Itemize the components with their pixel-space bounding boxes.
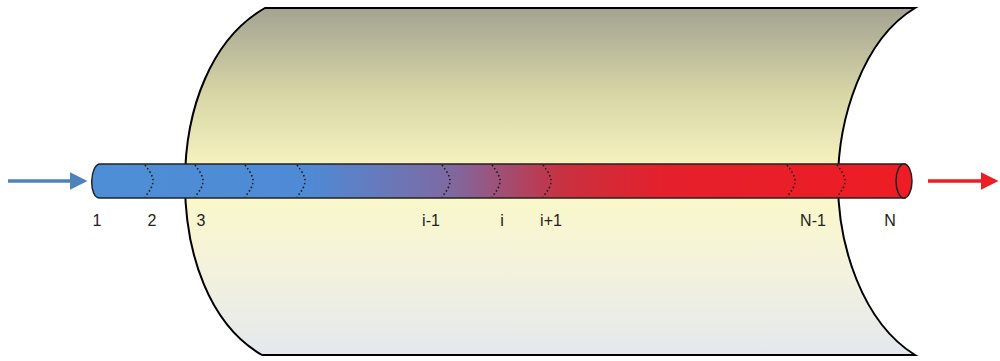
segment-dividers [145,165,845,197]
segment-label: i-1 [422,213,440,229]
outlet-arrow [928,179,995,183]
segment-label: 2 [148,213,157,229]
segment-label: i [500,213,504,229]
tube [92,164,905,198]
segment-label: 3 [197,213,206,229]
segment-label: 1 [93,213,102,229]
segment-divider [837,165,845,197]
segment-divider [787,165,795,197]
segment-label: N [884,213,896,229]
segment-divider [543,165,551,197]
segment-divider [195,165,203,197]
segment-divider [492,165,500,197]
segment-divider [442,165,450,197]
segment-divider [297,165,305,197]
inlet-arrow [8,179,84,183]
segment-divider [145,165,153,197]
segment-label: N-1 [800,213,826,229]
segment-divider [245,165,253,197]
tube-opening [896,164,912,198]
segment-label: i+1 [540,213,562,229]
